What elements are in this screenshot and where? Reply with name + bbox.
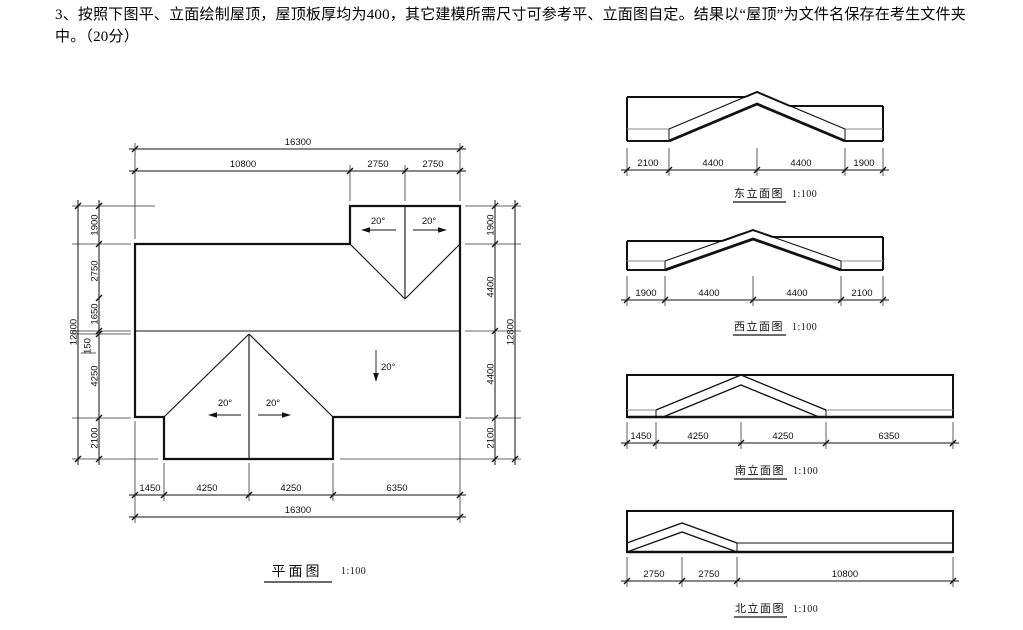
dim-label: 1450 [139, 483, 160, 494]
roof-upper-slope [668, 91, 846, 130]
eave-verticals [668, 129, 846, 141]
elevation-scale-label: 1:100 [793, 466, 818, 477]
dim-label: 1900 [90, 214, 101, 235]
elevation-east: 2100 4400 4400 1900 东立面图 1:100 [621, 90, 889, 203]
dim-label: 1900 [853, 158, 874, 169]
dim-label: 4250 [772, 431, 793, 442]
elevation-scale-label: 1:100 [792, 322, 817, 333]
dim-label: 1900 [635, 288, 656, 299]
elevation-outline [626, 90, 884, 142]
dim-label: 150 [83, 338, 94, 354]
dim-label: 4250 [280, 483, 301, 494]
dim-label: 2750 [698, 569, 719, 580]
roof-lower-slope [668, 102, 846, 143]
plan-title: 平面图 1:100 [264, 565, 366, 583]
dim-label: 2100 [851, 288, 872, 299]
plan-gable-lines [163, 333, 334, 459]
elevation-title-label: 东立面图 [734, 186, 784, 200]
roof-upper-slope [664, 229, 842, 262]
dimension-lines [77, 148, 516, 518]
dim-label: 16300 [285, 505, 311, 516]
extension-lines [626, 422, 954, 449]
dim-label: 4400 [786, 288, 807, 299]
dim-label: 12800 [506, 319, 517, 345]
eave-verticals [664, 261, 842, 270]
dim-label: 4400 [790, 158, 811, 169]
angle-label: 20° [371, 216, 386, 227]
elevation-outline [626, 228, 884, 271]
elevation-south: 1450 4250 4250 6350 南立面图 1:100 [621, 374, 959, 480]
plan-dimensions: 16300 10800 2750 2750 1450 4250 4250 635… [69, 137, 521, 523]
plan-title-label: 平面图 [272, 565, 323, 580]
slope-arrow-head [208, 412, 217, 418]
elevation-title-label: 南立面图 [735, 463, 785, 477]
dim-label: 1450 [630, 431, 651, 442]
plan-outline [133, 204, 462, 461]
gable-inner-lines [662, 384, 820, 418]
dim-label: 6350 [878, 431, 899, 442]
eave-verticals [655, 410, 827, 417]
dim-label: 2750 [643, 569, 664, 580]
slope-arrow-head [361, 227, 370, 233]
slope-arrow-head [373, 373, 379, 382]
dim-label: 10800 [230, 159, 256, 170]
plan-view: 16300 10800 2750 2750 1450 4250 4250 635… [69, 137, 521, 583]
dim-label: 4400 [698, 288, 719, 299]
elevation-outline [626, 510, 954, 553]
elevation-title-label: 西立面图 [734, 319, 784, 333]
dim-label: 4400 [486, 276, 497, 297]
dim-label: 4250 [196, 483, 217, 494]
plan-valley-lines [349, 206, 461, 300]
elevation-scale-label: 1:100 [792, 189, 817, 200]
dim-label: 4400 [702, 158, 723, 169]
dim-label: 10800 [832, 569, 858, 580]
extension-lines [626, 276, 884, 306]
extension-lines [626, 557, 954, 587]
angle-label: 20° [381, 362, 396, 373]
elevation-scale-label: 1:100 [793, 604, 818, 615]
dim-label: 2100 [90, 427, 101, 448]
tick-marks [623, 166, 887, 174]
dim-label: 2750 [367, 159, 388, 170]
dim-label: 12800 [69, 319, 80, 345]
dim-label: 1900 [486, 214, 497, 235]
angle-label: 20° [266, 398, 281, 409]
elevation-west: 1900 4400 4400 2100 西立面图 1:100 [621, 228, 889, 336]
elevation-north: 2750 2750 10800 北立面图 1:100 [621, 510, 959, 618]
dim-label: 2750 [90, 260, 101, 281]
extension-lines [626, 148, 884, 176]
gable-outer-lines [626, 522, 738, 544]
plan-scale-label: 1:100 [341, 566, 366, 577]
dim-label: 16300 [285, 137, 311, 148]
tick-marks [623, 439, 957, 447]
elevation-title-label: 北立面图 [735, 601, 785, 615]
tick-marks [74, 145, 519, 521]
dim-label: 2750 [422, 159, 443, 170]
tick-marks [623, 577, 957, 585]
dim-label: 1650 [90, 303, 101, 324]
plan-angle-annotations: 20° 20° 20° 20° 20° [208, 216, 447, 418]
dim-label: 4250 [687, 431, 708, 442]
elevation-outline [626, 374, 954, 418]
dim-label: 2100 [637, 158, 658, 169]
extension-lines [72, 143, 521, 523]
slope-arrow-head [282, 412, 291, 418]
gable-inner-lines [626, 531, 738, 553]
question-text: 3、按照下图平、立面绘制屋顶，屋顶板厚均为400，其它建模所需尺寸可参考平、立面… [55, 7, 966, 45]
angle-label: 20° [422, 216, 437, 227]
dim-label: 2100 [486, 427, 497, 448]
tick-marks [623, 296, 887, 304]
dim-label: 4400 [486, 363, 497, 384]
dim-label: 6350 [386, 483, 407, 494]
slope-arrow-head [438, 227, 447, 233]
angle-label: 20° [218, 398, 233, 409]
gable-outer-lines [655, 374, 827, 411]
roof-lower-slope [664, 237, 842, 272]
dim-label: 4250 [90, 365, 101, 386]
